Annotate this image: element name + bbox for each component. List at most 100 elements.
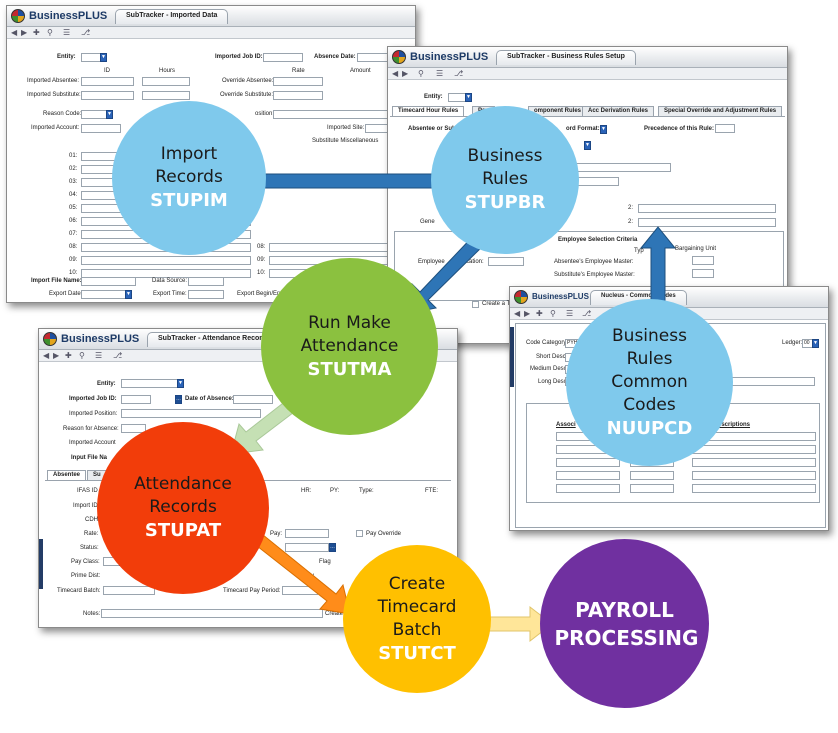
imported-job-id-field[interactable] <box>263 53 303 62</box>
associated-code-cell[interactable] <box>556 484 620 493</box>
reason-for-absence-field[interactable] <box>121 424 146 433</box>
side-panel-handle[interactable] <box>39 539 43 589</box>
pay-field[interactable] <box>285 529 329 538</box>
tab-4[interactable]: Acc Derivation Rules <box>582 106 655 116</box>
tree-icon[interactable]: ⎇ <box>113 351 123 360</box>
search-icon[interactable]: ⚲ <box>418 69 424 78</box>
associated-code-cell[interactable] <box>630 471 674 480</box>
list-menu-icon[interactable]: ☰ <box>63 28 71 37</box>
entity-dropdown-icon[interactable]: ▼ <box>177 379 184 388</box>
row-number-label: 08: <box>69 244 78 250</box>
back-icon[interactable]: ◀ <box>43 351 50 360</box>
account-part-2b-field[interactable] <box>638 218 776 227</box>
override-substitute-rate-field[interactable] <box>273 91 323 100</box>
employee-classification-field[interactable] <box>488 257 524 266</box>
account-part-2-field[interactable] <box>638 204 776 213</box>
imported-job-id-field[interactable] <box>121 395 151 404</box>
entity-dropdown-icon[interactable]: ▼ <box>100 53 107 62</box>
entity-dropdown-icon[interactable]: ▼ <box>465 93 472 102</box>
row-number-label: 09: <box>257 257 266 263</box>
create-label: Create <box>325 611 344 617</box>
precedence-field[interactable] <box>715 124 735 133</box>
job-lookup-icon[interactable]: … <box>175 395 182 404</box>
imported-absentee-id-field[interactable] <box>81 77 134 86</box>
notes-field[interactable] <box>101 609 323 618</box>
tab-1[interactable]: Timecard Hour Rules <box>392 106 465 116</box>
associated-code-cell[interactable] <box>692 458 816 467</box>
back-icon[interactable]: ◀ <box>392 69 399 78</box>
imported-substitute-id-field[interactable] <box>81 91 134 100</box>
add-icon[interactable]: ✚ <box>33 28 40 37</box>
back-icon[interactable]: ◀ <box>11 28 18 37</box>
back-icon[interactable]: ◀ <box>514 309 521 318</box>
imported-substitute-label: Imported Substitute: <box>27 92 81 98</box>
absentee-bargaining-field[interactable] <box>692 256 714 265</box>
step-business-rules-common-codes[interactable]: Business Rules Common Codes NUUPCD <box>566 299 733 466</box>
reason-code-dropdown-icon[interactable]: ▼ <box>106 110 113 119</box>
status-lookup-icon[interactable]: … <box>329 543 336 552</box>
imported-account-field[interactable] <box>81 124 121 133</box>
associated-code-cell[interactable] <box>556 471 620 480</box>
tree-icon[interactable]: ⎇ <box>582 309 592 318</box>
override-absentee-rate-field[interactable] <box>273 77 323 86</box>
search-icon[interactable]: ⚲ <box>79 351 85 360</box>
imported-absentee-hours-field[interactable] <box>142 77 190 86</box>
step-label-line: Create <box>388 573 446 594</box>
tab-1[interactable]: Absentee <box>47 470 87 480</box>
misc-row-field[interactable] <box>81 256 251 265</box>
list-menu-icon[interactable]: ☰ <box>436 69 444 78</box>
imported-absentee-label: Imported Absentee: <box>27 78 80 84</box>
associated-code-cell[interactable] <box>692 471 816 480</box>
record-format-dropdown-icon[interactable]: ▼ <box>600 125 607 134</box>
associated-code-cell[interactable] <box>630 484 674 493</box>
list-menu-icon[interactable]: ☰ <box>566 309 574 318</box>
associated-code-cell[interactable] <box>692 484 816 493</box>
imported-substitute-hours-field[interactable] <box>142 91 190 100</box>
id-column-label: ID <box>104 68 110 74</box>
associated-code-cell[interactable] <box>556 458 620 467</box>
businessplus-logo-icon <box>392 50 406 64</box>
ledger-dropdown-icon[interactable]: ▼ <box>812 339 819 348</box>
step-create-timecard-batch[interactable]: Create Timecard Batch STUTCT <box>343 545 491 693</box>
tree-icon[interactable]: ⎇ <box>454 69 464 78</box>
step-label-line: Business <box>612 325 687 346</box>
substitute-bargaining-field[interactable] <box>692 269 714 278</box>
forward-icon[interactable]: ▶ <box>402 69 409 78</box>
entity-label: Entity: <box>57 54 76 60</box>
export-time-field[interactable] <box>188 290 224 299</box>
step-attendance-records[interactable]: Attendance Records STUPAT <box>97 422 269 594</box>
step-code: STUPAT <box>144 520 222 541</box>
add-icon[interactable]: ✚ <box>65 351 72 360</box>
search-icon[interactable]: ⚲ <box>47 28 53 37</box>
data-source-field[interactable] <box>188 277 224 286</box>
export-date-calendar-icon[interactable]: ▼ <box>125 290 132 299</box>
list-menu-icon[interactable]: ☰ <box>95 351 103 360</box>
search-icon[interactable]: ⚲ <box>550 309 556 318</box>
step-payroll-processing[interactable]: PAYROLL PROCESSING <box>540 539 709 708</box>
timecard-batch-field[interactable] <box>103 586 155 595</box>
side-panel-handle[interactable] <box>510 327 514 387</box>
date-of-absence-field[interactable] <box>233 395 273 404</box>
create-timecard-checkbox[interactable] <box>472 301 479 308</box>
forward-icon[interactable]: ▶ <box>524 309 531 318</box>
forward-icon[interactable]: ▶ <box>21 28 28 37</box>
add-icon[interactable]: ✚ <box>536 309 543 318</box>
absentee-or-sub-label: Absentee or Sub <box>408 126 456 132</box>
window-tab-title[interactable]: SubTracker - Business Rules Setup <box>496 50 636 65</box>
status-field[interactable] <box>285 543 329 552</box>
imported-position-field[interactable] <box>121 409 261 418</box>
tab-5[interactable]: Special Override and Adjustment Rules <box>658 106 783 116</box>
forward-icon[interactable]: ▶ <box>53 351 60 360</box>
step-run-make-attendance[interactable]: Run Make Attendance STUTMA <box>261 258 438 435</box>
pay-override-checkbox[interactable] <box>356 530 363 537</box>
misc-row-field[interactable] <box>81 269 251 278</box>
import-file-name-field[interactable] <box>81 277 136 286</box>
window-tab-title[interactable]: SubTracker - Imported Data <box>115 9 229 24</box>
rule-type-dropdown-icon[interactable]: ▼ <box>584 141 591 150</box>
ifas-id-label: IFAS ID <box>77 488 98 494</box>
general-label: Gene <box>420 219 435 225</box>
row-number-label: 01: <box>69 153 78 159</box>
tree-icon[interactable]: ⎇ <box>81 28 91 37</box>
step-business-rules[interactable]: Business Rules STUPBR <box>431 106 579 254</box>
step-import-records[interactable]: Import Records STUPIM <box>112 101 266 255</box>
